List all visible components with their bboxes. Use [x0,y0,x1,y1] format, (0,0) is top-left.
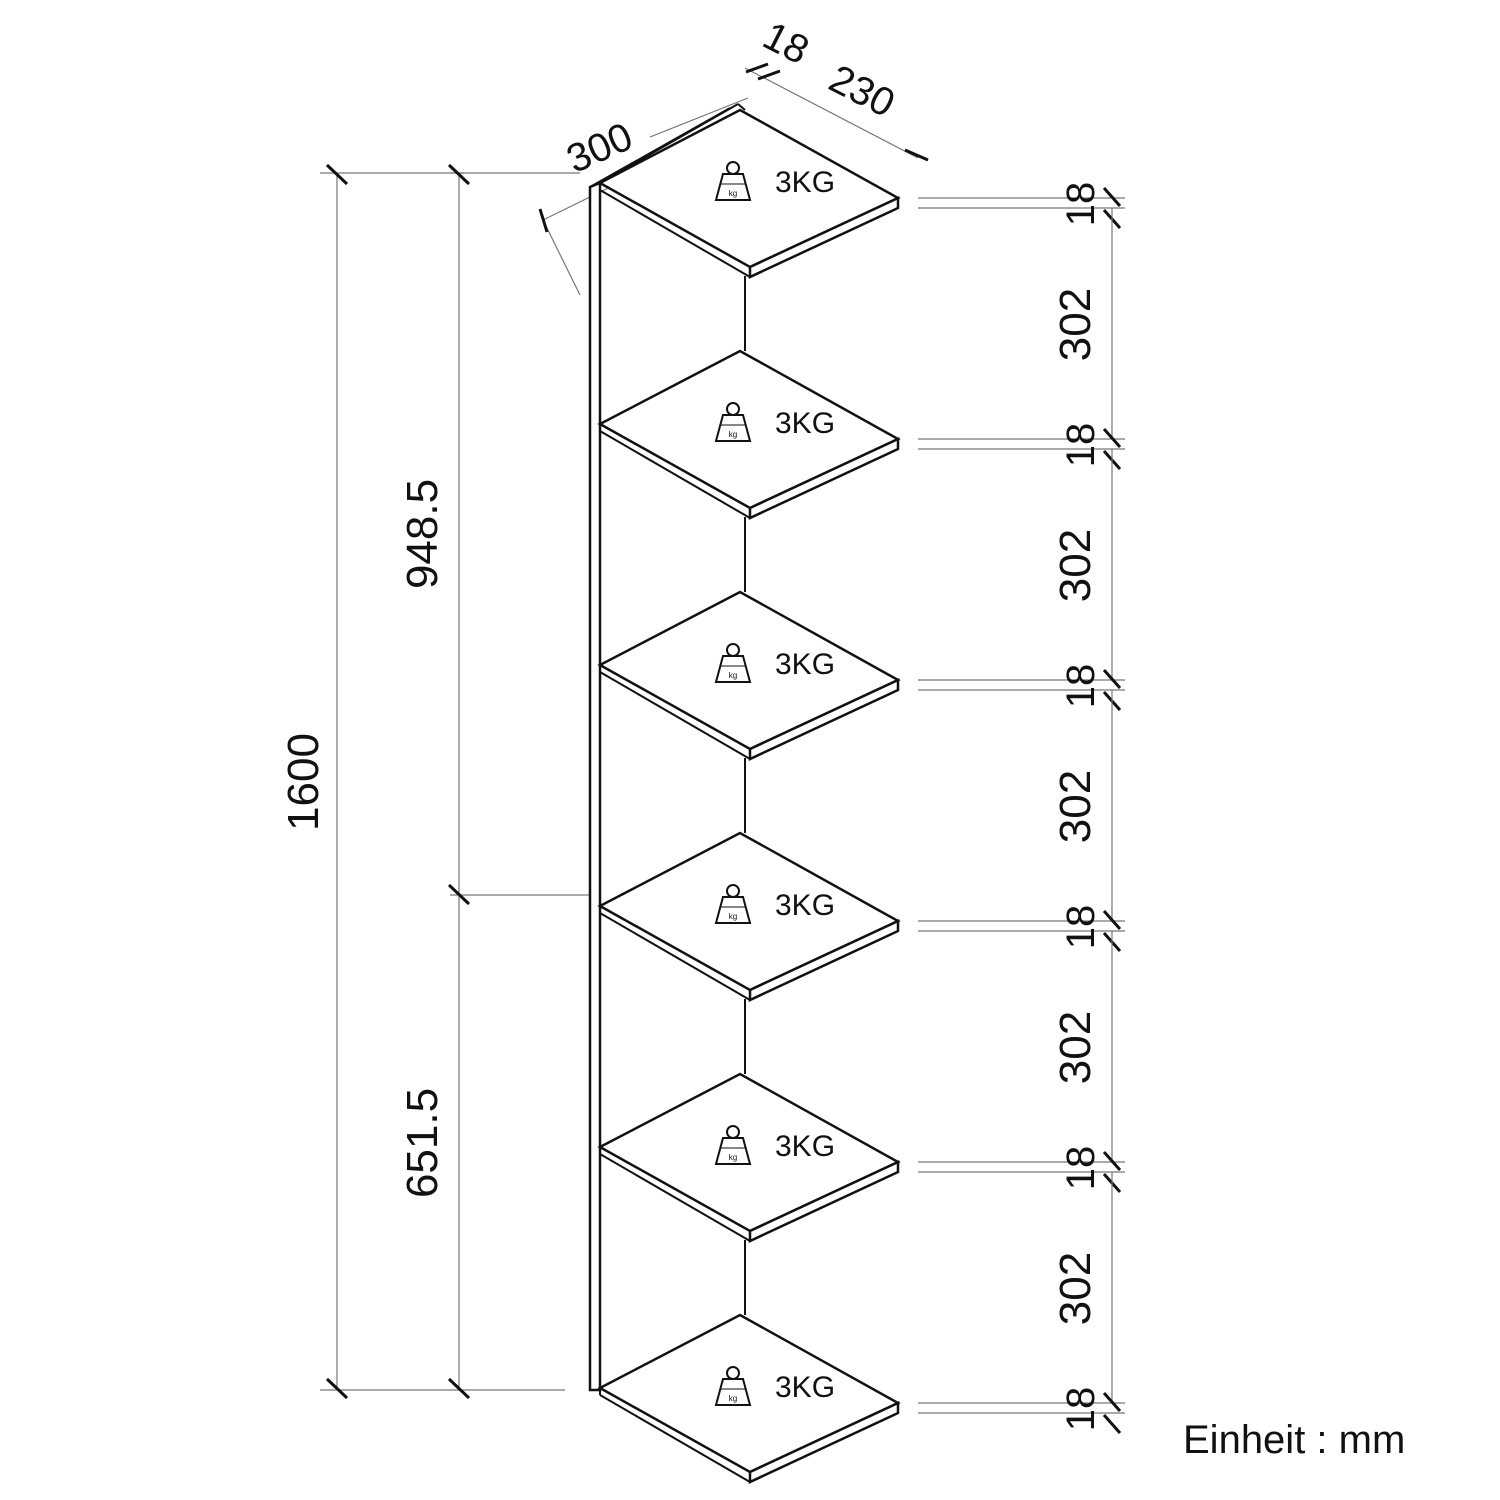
unit-label: Einheit : mm [1183,1418,1406,1462]
shelf-thickness-dimension: 18 [918,1387,1125,1434]
shelf-thickness-label: 18 [1059,423,1103,468]
shelf-load-label: 3KG [775,1371,835,1404]
shelf-thickness-dimension: 18 [918,182,1125,229]
shelf-gap-dimension: 302 [1051,208,1113,439]
shelf-load-label: 3KG [775,166,835,199]
shelf-thickness-label: 18 [1059,905,1103,950]
weight-kg-icon: kg [714,884,752,924]
shelf-gap-label: 302 [1051,770,1100,843]
right-dimensions: 18 302 18 302 18 302 18 302 18 302 18 [918,182,1125,1434]
shelf-top-surface [597,590,901,751]
lower-height-label: 651.5 [398,1088,447,1198]
shelf-gap-label: 302 [1051,529,1100,602]
svg-text:kg: kg [729,189,737,198]
shelf-top-surface [597,1072,901,1233]
shelf-thickness-dimension: 18 [918,423,1125,470]
shelf-gap-label: 302 [1051,288,1100,361]
weight-kg-icon: kg [714,161,752,201]
shelf-gap-label: 302 [1051,1252,1100,1325]
height-dimension-total: 1600 [279,163,565,1400]
shelf-thickness-dimension: 18 [918,1146,1125,1193]
shelf-load-label: 3KG [775,407,835,440]
height-dimension-partial: 948.5 651.5 [398,163,590,1400]
svg-text:kg: kg [729,1153,737,1162]
width-label: 230 [822,57,901,127]
shelf-thickness-label: 18 [1059,664,1103,709]
shelf-top-surface [597,1313,901,1474]
shelf-thickness-label: 18 [1059,1387,1103,1432]
weight-kg-icon: kg [714,402,752,442]
total-height-label: 1600 [279,733,328,831]
shelf: kg 3KG [597,108,901,279]
shelf-gap-dimension: 302 [1051,931,1113,1162]
weight-kg-icon: kg [714,1125,752,1165]
shelf: kg 3KG [597,276,901,520]
weight-kg-icon: kg [714,1366,752,1406]
upper-height-label: 948.5 [398,479,447,589]
shelf: kg 3KG [597,758,901,1002]
shelf-thickness-label: 18 [1059,182,1103,227]
shelf-load-label: 3KG [775,889,835,922]
svg-text:kg: kg [729,671,737,680]
shelf-gap-dimension: 302 [1051,1172,1113,1403]
shelf-top-surface [597,349,901,510]
shelf-thickness-dimension: 18 [918,664,1125,711]
shelf: kg 3KG [597,1240,901,1484]
shelf-top-surface [597,108,901,269]
shelf-gap-label: 302 [1051,1011,1100,1084]
svg-text:kg: kg [729,1394,737,1403]
shelf-thickness-dimension: 18 [918,905,1125,952]
shelf-thickness-label: 18 [1059,1146,1103,1191]
shelf-load-label: 3KG [775,648,835,681]
weight-kg-icon: kg [714,643,752,683]
shelf-load-label: 3KG [775,1130,835,1163]
shelf-gap-dimension: 302 [1051,449,1113,680]
svg-text:kg: kg [729,430,737,439]
shelf-top-surface [597,831,901,992]
svg-text:kg: kg [729,912,737,921]
shelf: kg 3KG [597,517,901,761]
shelves: kg 3KG kg 3KG kg 3KG kg 3KG kg 3KG kg 3KG [597,108,901,1484]
shelf: kg 3KG [597,999,901,1243]
shelf-gap-dimension: 302 [1051,690,1113,921]
